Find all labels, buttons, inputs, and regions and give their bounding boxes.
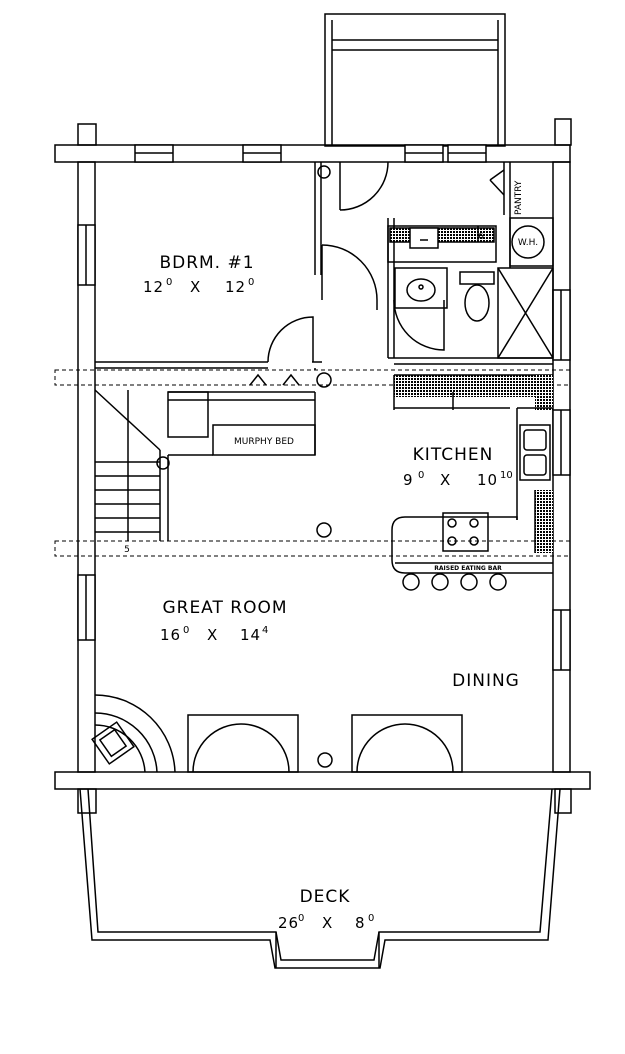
bedroom-label: BDRM. #1 12 0 X 12 0 <box>143 253 254 296</box>
svg-text:9: 9 <box>403 471 414 489</box>
svg-text:0: 0 <box>368 913 374 924</box>
water-heater-label: W.H. <box>518 238 538 248</box>
dining-label: DINING <box>452 671 520 691</box>
svg-text:X: X <box>207 626 218 644</box>
range-hood-mark: 6 <box>478 232 484 242</box>
pantry <box>489 162 554 268</box>
svg-text:14: 14 <box>240 626 261 644</box>
kitchen <box>391 374 553 591</box>
deck-label: DECK 26 0 X 8 0 <box>278 887 374 932</box>
bedroom-door <box>267 244 378 363</box>
svg-text:0: 0 <box>298 913 304 924</box>
svg-text:4: 4 <box>262 625 268 636</box>
svg-text:0: 0 <box>248 277 254 288</box>
svg-text:10: 10 <box>500 470 513 481</box>
svg-text:X: X <box>190 278 201 296</box>
svg-text:16: 16 <box>160 626 181 644</box>
svg-text:12: 12 <box>143 278 164 296</box>
svg-text:BDRM. #1: BDRM. #1 <box>159 253 254 273</box>
patio-doors <box>187 714 463 773</box>
stair-mark: 5 <box>124 545 130 555</box>
top-wall <box>54 118 572 163</box>
right-wall <box>552 161 571 773</box>
svg-text:DECK: DECK <box>300 887 351 907</box>
svg-text:KITCHEN: KITCHEN <box>413 445 494 465</box>
eating-bar-label: RAISED EATING BAR <box>434 565 502 572</box>
entry-door <box>317 161 389 211</box>
svg-text:DINING: DINING <box>452 671 520 691</box>
svg-text:X: X <box>322 914 333 932</box>
pantry-label: PANTRY <box>514 180 524 215</box>
svg-text:0: 0 <box>418 470 424 481</box>
wood-stove <box>91 694 176 773</box>
svg-text:8: 8 <box>355 914 366 932</box>
kitchen-label: KITCHEN 9 0 X 10 10 <box>403 445 513 489</box>
svg-text:0: 0 <box>183 625 189 636</box>
svg-text:12: 12 <box>225 278 246 296</box>
svg-text:26: 26 <box>278 914 299 932</box>
svg-text:GREAT ROOM: GREAT ROOM <box>162 598 287 618</box>
svg-text:X: X <box>440 471 451 489</box>
entry-porch <box>324 13 506 147</box>
left-wall <box>77 161 96 773</box>
bathroom <box>387 218 554 365</box>
svg-text:10: 10 <box>477 471 498 489</box>
bottom-wall <box>54 771 591 814</box>
ceiling-beams <box>54 369 571 557</box>
svg-text:0: 0 <box>166 277 172 288</box>
murphy-bed-label: MURPHY BED <box>234 437 294 447</box>
staircase <box>94 372 332 541</box>
deck <box>79 788 561 969</box>
great-room-label: GREAT ROOM 16 0 X 14 4 <box>160 598 287 644</box>
